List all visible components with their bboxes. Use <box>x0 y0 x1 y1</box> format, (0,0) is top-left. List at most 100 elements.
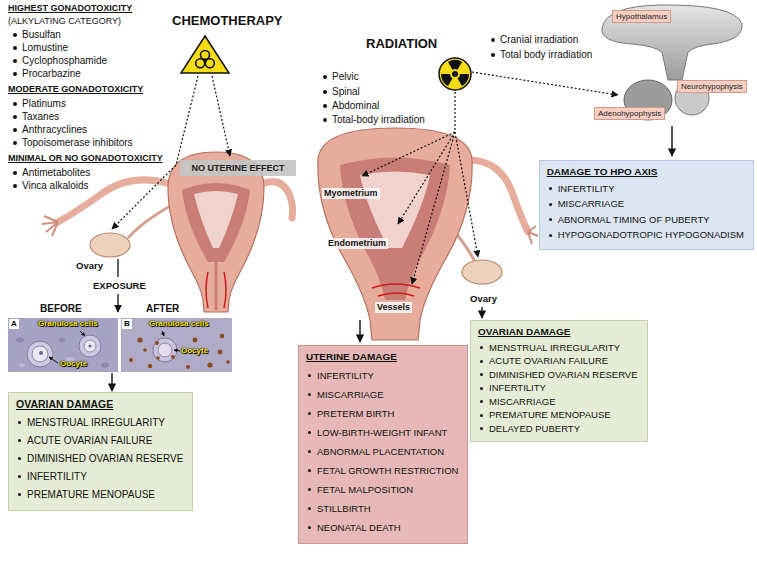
cell-label: Granulosa cells <box>149 319 209 328</box>
bullet-dot <box>480 346 483 349</box>
pituitary-illustration <box>602 5 742 80</box>
micrograph-before <box>39 351 43 355</box>
uterus-illustration-right <box>372 284 420 288</box>
bullet-dot <box>13 46 17 50</box>
micrograph-after <box>162 331 164 336</box>
exposure-arrows-chemo <box>112 76 198 229</box>
treatment-title: RADIATION <box>366 36 437 52</box>
bullet-row: MENSTRUAL IRREGULARITY <box>478 341 638 355</box>
uterus-illustration-right <box>378 293 414 296</box>
outcome-item: MENSTRUAL IRREGULARITY <box>489 342 620 353</box>
micrograph-before <box>79 335 101 357</box>
outcome-item: DIMINISHED OVARIAN RESERVE <box>489 369 638 380</box>
bullet-dot <box>308 469 311 472</box>
micrograph-after <box>121 318 232 372</box>
panel-caption: AFTER <box>146 303 179 314</box>
bullet-dot <box>13 141 17 145</box>
bullet-dot <box>549 203 552 206</box>
radiation-symbol <box>439 58 471 90</box>
list-item: Procarbazine <box>22 68 81 80</box>
bullet-row: PREMATURE MENOPAUSE <box>16 486 183 504</box>
outcome-item: ABNORMAL TIMING OF PUBERTY <box>558 214 710 225</box>
bullet-dot <box>323 90 327 94</box>
bullet-row: DELAYED PUBERTY <box>478 422 638 436</box>
bullet-dot <box>480 373 483 376</box>
drug-class-heading: MODERATE GONADOTOXICITY <box>8 84 143 95</box>
micrograph-after <box>153 338 177 362</box>
cell-label: Granulosa cells <box>38 319 98 328</box>
box-heading-row: DAMAGE TO HPO AXIS <box>547 166 744 179</box>
exposure-arrows-radiation <box>412 132 455 284</box>
micrograph-before <box>16 338 24 343</box>
bullet-dot <box>13 128 17 132</box>
bullet-row: ACUTE OVARIAN FAILURE <box>478 354 638 368</box>
uterus-illustration-right <box>455 232 475 262</box>
exposure-arrows-chemo <box>117 294 118 312</box>
bullet-row: STILLBIRTH <box>306 499 458 518</box>
bullet-dot <box>323 75 327 79</box>
uterus-illustration-left <box>224 272 226 308</box>
exposure-arrows-radiation <box>398 132 455 224</box>
micrograph-before <box>59 338 65 342</box>
part-name: Adenohypophysis <box>598 109 661 118</box>
micrograph-before <box>49 357 58 363</box>
box-heading: OVARIAN DAMAGE <box>478 326 570 337</box>
bullet-dot <box>13 184 17 188</box>
box-heading-row: UTERINE DAMAGE <box>306 351 458 364</box>
bullet-dot <box>308 526 311 529</box>
uterus-illustration-right <box>462 260 502 284</box>
organ-label: Ovary <box>76 260 103 271</box>
bullet-dot <box>480 360 483 363</box>
outcome-arrows <box>671 126 672 156</box>
box-heading-row: OVARIAN DAMAGE <box>478 326 638 339</box>
micrograph-before <box>88 344 91 347</box>
bullet-dot <box>13 33 17 37</box>
micrograph-after <box>226 360 230 364</box>
uterus-illustration-left <box>182 183 250 262</box>
bullet-row: MENSTRUAL IRREGULARITY <box>16 414 183 432</box>
uterus-illustration-left <box>262 182 293 218</box>
bullet-row: ACUTE OVARIAN FAILURE <box>16 432 183 450</box>
bullet-row: DIMINISHED OVARIAN RESERVE <box>16 450 183 468</box>
bullet-row: MISCARRIAGE <box>547 196 744 212</box>
outcome-item: DELAYED PUBERTY <box>489 423 580 434</box>
bullet-dot <box>480 400 483 403</box>
list-item: Taxanes <box>22 111 59 123</box>
uterus-illustration-right <box>528 226 538 244</box>
damage-box: UTERINE DAMAGEINFERTILITYMISCARRIAGEPRET… <box>298 345 468 544</box>
radiation-symbol <box>448 60 462 70</box>
bullet-row: HYPOGONADOTROPIC HYPOGONADISM <box>547 227 744 243</box>
bullet-dot <box>491 53 495 57</box>
list-item: Total-body irradiation <box>332 114 425 126</box>
bullet-dot <box>323 104 327 108</box>
bullet-dot <box>18 475 21 478</box>
list-item: Total body irradiation <box>500 49 592 61</box>
list-item: Pelvic <box>332 71 359 83</box>
box-heading-row: OVARIAN DAMAGE <box>16 398 183 412</box>
bullet-dot <box>323 118 327 122</box>
list-item: Topoisomerase inhibitors <box>22 137 133 149</box>
biohazard-symbol <box>203 59 207 63</box>
outcome-item: PRETERM BIRTH <box>317 408 394 419</box>
bullet-row: MISCARRIAGE <box>306 385 458 404</box>
part-label: Endometrium <box>326 238 388 249</box>
micrograph-before <box>101 363 109 368</box>
radiation-symbol <box>441 60 469 86</box>
outcome-item: PREMATURE MENOPAUSE <box>27 489 155 500</box>
uterus-illustration-right <box>360 172 430 249</box>
outcome-item: MISCARRIAGE <box>317 389 384 400</box>
uterus-illustration-left <box>128 205 172 238</box>
bullet-dot <box>18 439 21 442</box>
outcome-item: ACUTE OVARIAN FAILURE <box>27 435 152 446</box>
drug-class-heading: HIGHEST GONADOTOXICITY <box>8 3 132 14</box>
bullet-row: PREMATURE MENOPAUSE <box>478 408 638 422</box>
bullet-dot <box>18 493 21 496</box>
exposure-arrows-chemo <box>212 76 230 156</box>
bullet-row: MISCARRIAGE <box>478 395 638 409</box>
bullet-row: INFERTILITY <box>478 381 638 395</box>
bullet-row: FETAL GROWTH RESTRICTION <box>306 461 458 480</box>
outcome-item: MISCARRIAGE <box>558 198 625 209</box>
bullet-dot <box>13 102 17 106</box>
list-item: Spinal <box>332 86 360 98</box>
micrograph-before <box>32 346 48 362</box>
